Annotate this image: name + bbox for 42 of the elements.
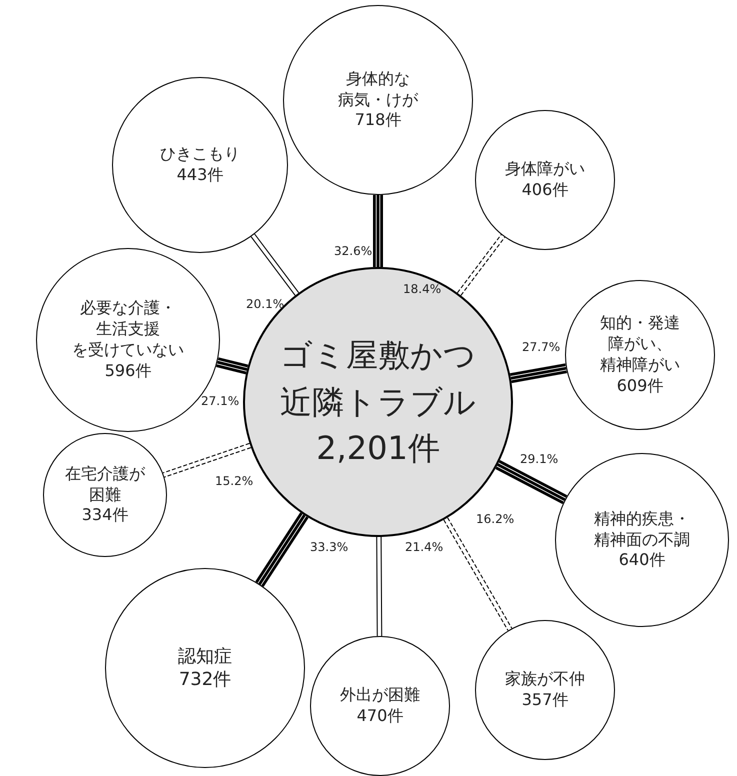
count-label: 357件 <box>522 690 568 711</box>
category-label: 必要な介護・生活支援を受けていない <box>72 298 184 361</box>
category-label: ひきこもり <box>160 144 240 165</box>
count-label: 2,201件 <box>316 428 440 470</box>
count-label: 640件 <box>618 550 666 572</box>
edge-label: 16.2% <box>476 512 514 526</box>
connector-line <box>250 234 300 296</box>
connector-line <box>508 363 568 384</box>
category-label: 精神的疾患・精神面の不調 <box>594 508 690 550</box>
edge-label: 33.3% <box>310 540 348 554</box>
edge-label: 32.6% <box>334 244 372 258</box>
count-label: 443件 <box>176 165 224 186</box>
count-label: 334件 <box>82 505 128 526</box>
category-label: 身体的な病気・けが <box>338 68 418 110</box>
connector-line <box>456 234 506 296</box>
count-label: 406件 <box>522 180 568 201</box>
connector-line <box>255 512 309 588</box>
connector-line <box>494 460 568 504</box>
category-label: ゴミ屋敷かつ近隣トラブル <box>280 335 476 423</box>
count-label: 596件 <box>104 360 152 382</box>
category-label: 家族が不仲 <box>505 669 585 690</box>
category-label: 身体障がい <box>505 159 585 180</box>
count-label: 718件 <box>354 110 402 132</box>
connector-line <box>373 194 383 268</box>
edge-label: 21.4% <box>405 540 444 554</box>
connector-line <box>376 536 382 636</box>
edge-label: 15.2% <box>215 474 254 488</box>
count-label: 470件 <box>356 706 404 727</box>
category-label: 外出が困難 <box>340 685 420 706</box>
category-label: 知的・発達障がい、精神障がい <box>600 313 680 376</box>
edge-label: 18.4% <box>403 282 442 296</box>
count-label: 609件 <box>616 376 664 397</box>
edge-label: 20.1% <box>246 297 284 311</box>
connector-line <box>215 357 250 374</box>
category-label: 在宅介護が困難 <box>65 464 145 506</box>
edge-label: 27.7% <box>522 340 560 354</box>
connector-line <box>443 517 512 631</box>
category-label: 認知症 <box>178 644 232 668</box>
edge-label: 27.1% <box>201 394 240 408</box>
edge-label: 29.1% <box>520 452 558 466</box>
count-label: 732件 <box>178 668 232 692</box>
connector-line <box>162 442 252 478</box>
